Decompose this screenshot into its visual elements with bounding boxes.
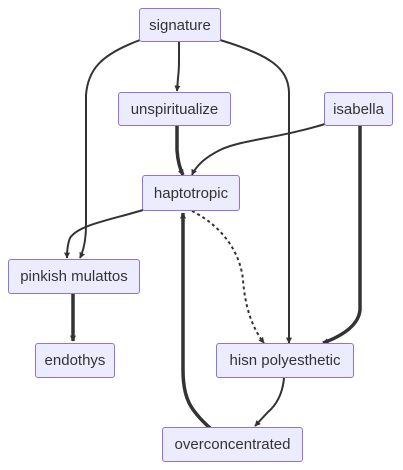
edge-overconcentrated-to-haptotropic <box>180 212 212 430</box>
node-haptotropic[interactable]: haptotropic <box>142 175 240 211</box>
node-haptotropic-label: haptotropic <box>153 184 229 202</box>
edge-unspiritualize-to-haptotropic <box>175 126 185 176</box>
edge-signature-to-unspiritualize <box>174 42 181 92</box>
node-signature[interactable]: signature <box>139 8 221 42</box>
edge-hisn-polyesthetic-to-overconcentrated <box>254 377 285 427</box>
node-endothys-label: endothys <box>44 352 106 369</box>
node-hisn-polyesthetic-label: hisn polyesthetic <box>229 352 341 369</box>
node-hisn-polyesthetic[interactable]: hisn polyesthetic <box>216 343 354 378</box>
node-pinkish-mulattos-label: pinkish mulattos <box>20 268 128 285</box>
node-signature-label: signature <box>149 16 211 34</box>
node-pinkish-mulattos[interactable]: pinkish mulattos <box>8 259 140 294</box>
edge-haptotropic-to-pinkish-mulattos <box>64 209 144 259</box>
edge-isabella-to-haptotropic <box>191 123 326 176</box>
edge-signature-to-hisn-polyesthetic <box>219 39 292 344</box>
node-overconcentrated-label: overconcentrated <box>174 436 291 453</box>
node-endothys[interactable]: endothys <box>35 343 115 378</box>
node-unspiritualize[interactable]: unspiritualize <box>118 92 231 126</box>
node-isabella[interactable]: isabella <box>324 92 393 126</box>
edge-signature-to-pinkish-mulattos <box>79 39 141 259</box>
edge-isabella-to-hisn-polyesthetic <box>322 126 362 345</box>
edge-haptotropic-to-hisn-polyesthetic <box>191 210 265 344</box>
node-isabella-label: isabella <box>333 100 384 118</box>
node-overconcentrated[interactable]: overconcentrated <box>162 427 303 462</box>
node-unspiritualize-label: unspiritualize <box>130 100 219 118</box>
